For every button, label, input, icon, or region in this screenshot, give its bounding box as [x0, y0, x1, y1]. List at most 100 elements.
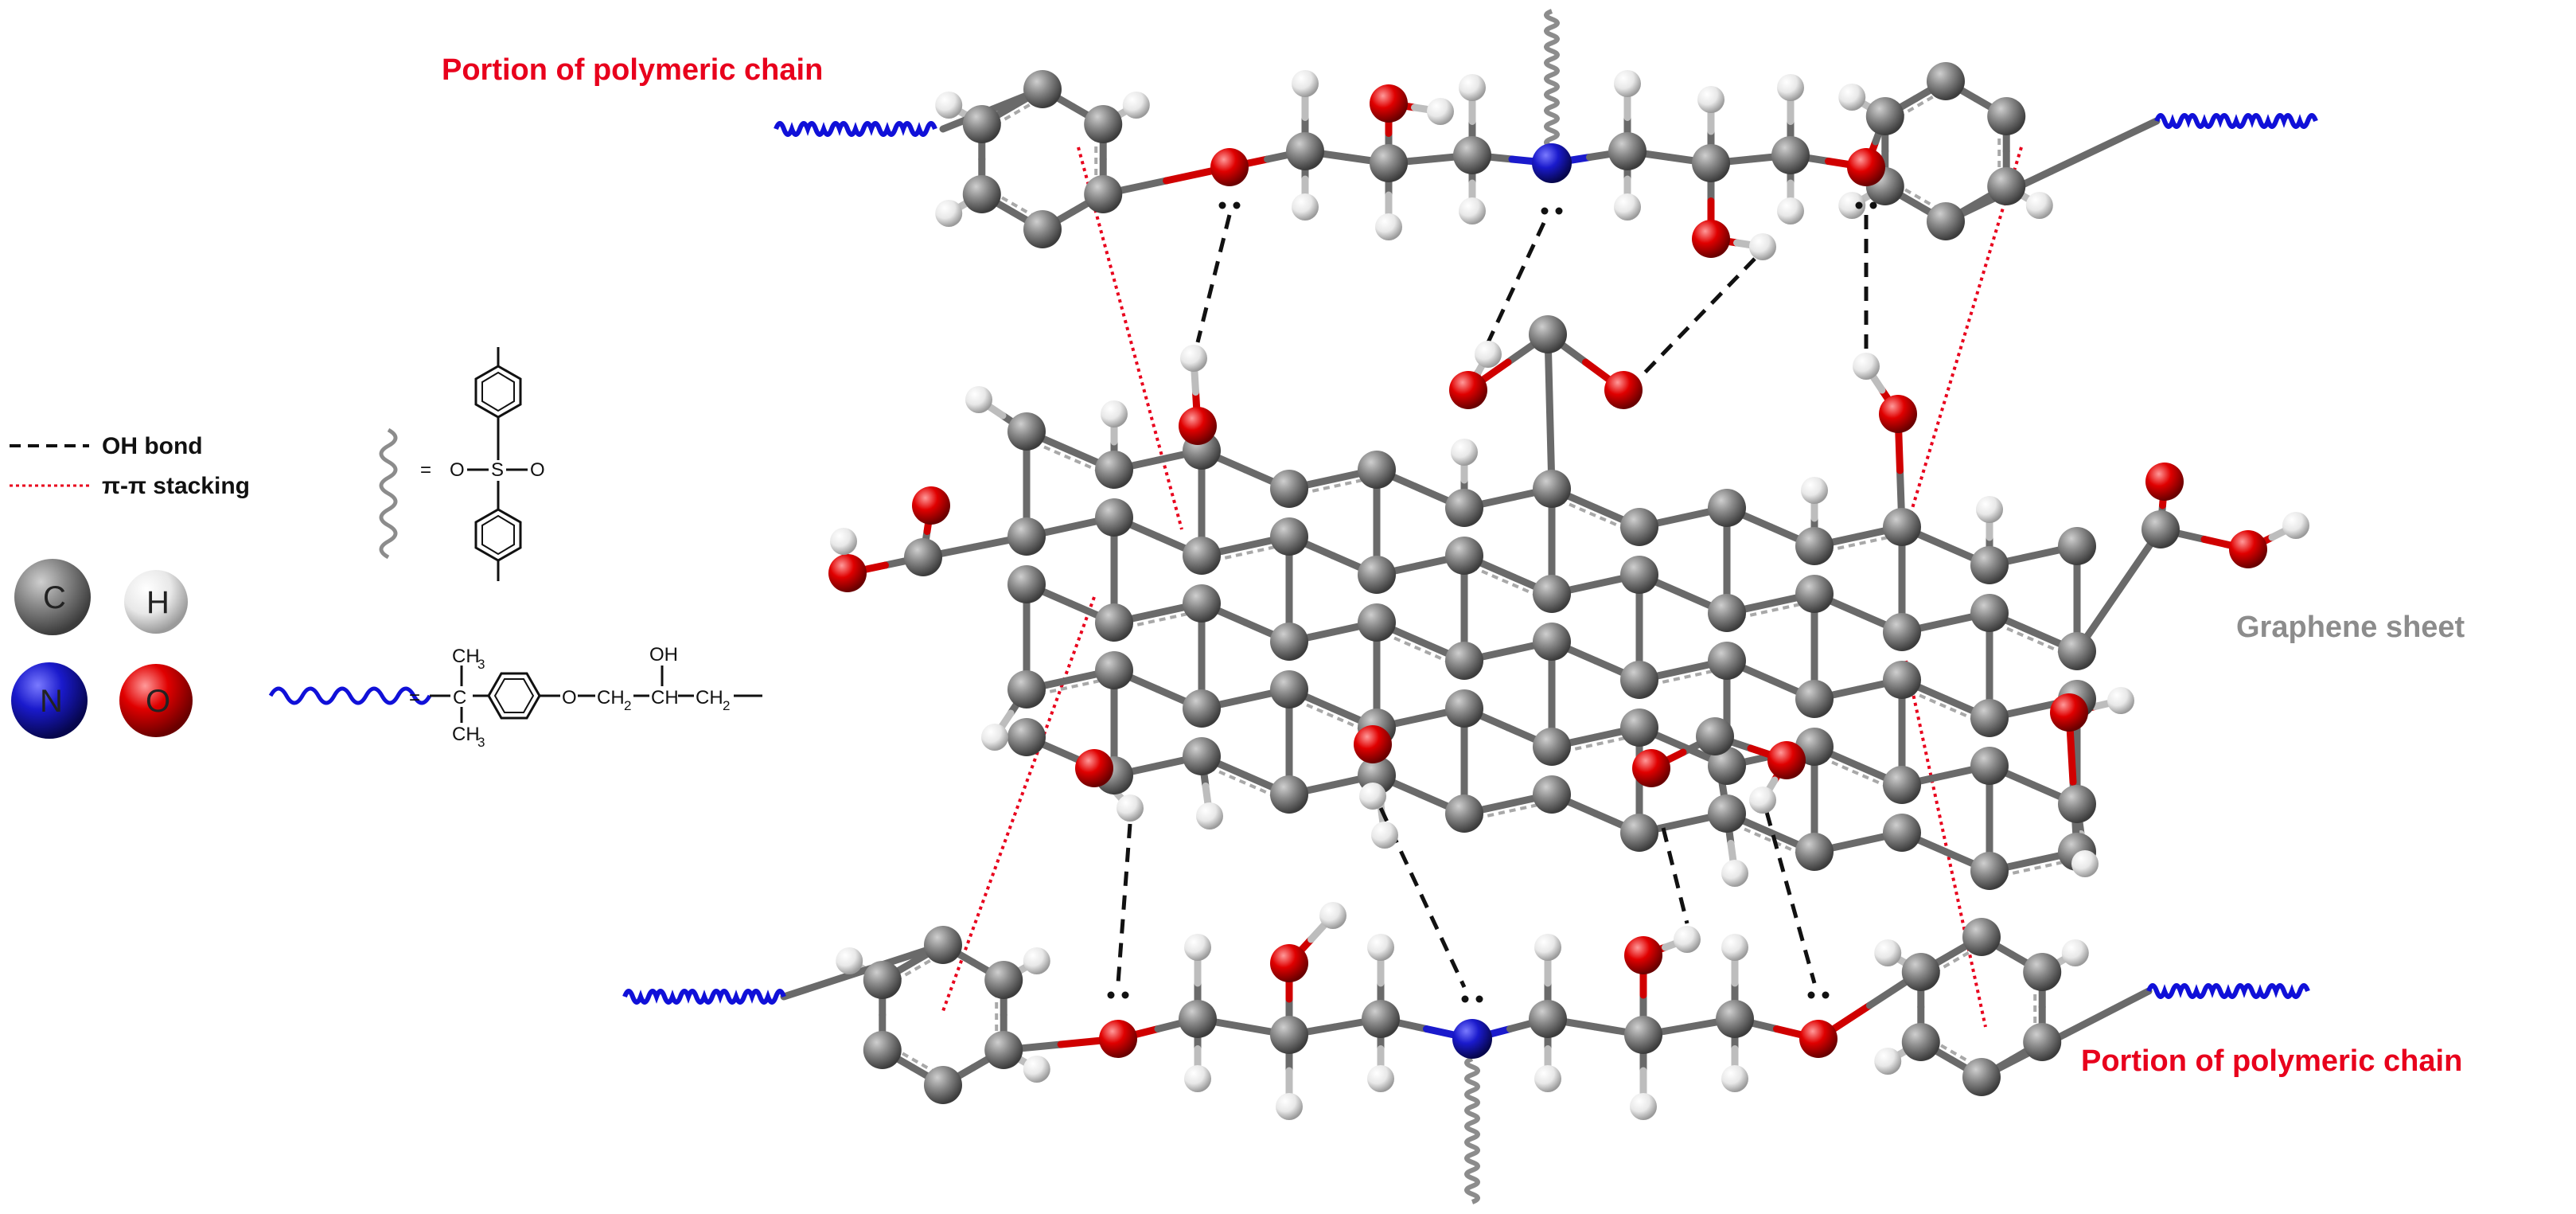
- hydrogen-atom: [1749, 233, 1776, 260]
- bisphenol-ch3-bottom: CH: [452, 724, 480, 745]
- sulfonyl-ring-bottom-inner: [481, 514, 515, 556]
- hydrogen-atom: [1534, 1065, 1561, 1092]
- carbon-atom: [1529, 315, 1567, 353]
- hydrogen-atom: [1777, 197, 1804, 224]
- carbon-atom: [2023, 1023, 2062, 1061]
- carbon-atom: [924, 926, 962, 964]
- lone-pair-dot: [1475, 995, 1483, 1003]
- carbon-atom: [1901, 953, 1940, 991]
- oxygen-atom: [1624, 936, 1662, 974]
- oxygen-atom: [1075, 749, 1113, 787]
- oxygen-atom: [1099, 1020, 1137, 1058]
- hydrogen-atom: [1023, 1056, 1050, 1083]
- carbon-atom: [1533, 623, 1571, 661]
- carbon-atom: [1183, 737, 1221, 775]
- hydrogen-atom: [2025, 192, 2053, 219]
- hydrogen-atom: [1196, 802, 1223, 830]
- carbon-atom: [1529, 1000, 1567, 1038]
- legend-hydrogen-ball: [124, 570, 188, 634]
- bond: [780, 967, 867, 1001]
- bisphenol-ch3-top-sub: 3: [477, 657, 485, 672]
- carbon-atom: [984, 1031, 1023, 1069]
- bond: [2061, 987, 2153, 1038]
- lone-pair-dot: [1855, 201, 1863, 209]
- carbon-atom: [962, 105, 1001, 143]
- carbon-atom: [1533, 575, 1571, 613]
- carbon-atom: [1795, 575, 1834, 613]
- oxygen-atom: [2229, 530, 2267, 568]
- hydrogen-atom: [1697, 86, 1724, 113]
- sulfonyl-structure: = O S O: [379, 347, 545, 581]
- carbon-atom: [1987, 97, 2026, 135]
- carbon-atom: [1183, 537, 1221, 575]
- hydrogen-atom: [1976, 496, 2003, 523]
- carbon-atom: [1970, 747, 2009, 785]
- oxygen-atom: [1354, 725, 1392, 763]
- carbon-atom: [2141, 510, 2180, 548]
- hydrogen-atom: [1874, 1048, 1902, 1075]
- carbon-atom: [1901, 1023, 1940, 1061]
- carbon-atom: [1620, 661, 1658, 699]
- carbon-atom: [1795, 680, 1834, 718]
- legend-pi-label: π-π stacking: [102, 473, 250, 499]
- hydrogen-atom: [1184, 1065, 1211, 1092]
- oxygen-atom: [1632, 749, 1670, 787]
- carbon-atom: [1445, 794, 1483, 833]
- carbon-atom: [1445, 689, 1483, 728]
- bisphenol-ch3-bottom-sub: 3: [477, 735, 485, 750]
- hydrogen-atom: [1459, 197, 1486, 224]
- hydrogen-atom: [935, 92, 963, 119]
- carbon-atom: [1970, 852, 2009, 890]
- carbon-atom: [1927, 62, 1965, 100]
- hydrogen-atom: [935, 200, 963, 227]
- lone-pair-dot: [1555, 207, 1563, 215]
- lone-pair-dot: [1807, 991, 1815, 999]
- carbon-atom: [1358, 556, 1396, 594]
- carbon-atom: [1708, 489, 1746, 527]
- hydrogen-atom: [1319, 902, 1346, 929]
- hydrogen-atom: [1023, 947, 1050, 974]
- carbon-atom: [1533, 775, 1571, 814]
- hydrogen-atom: [1276, 1093, 1303, 1120]
- hydrogen-atom: [1101, 400, 1128, 427]
- hydrogen-atom: [981, 724, 1008, 751]
- carbon-atom: [1183, 584, 1221, 623]
- bisphenol-structure: = C CH 3 CH 3 O CH 2 CH OH CH 2: [268, 644, 762, 750]
- bisphenol-ch2-a: CH: [597, 687, 625, 708]
- carbon-atom: [1620, 814, 1658, 852]
- carbon-atom: [1007, 670, 1046, 708]
- hydrogen-atom: [1375, 213, 1402, 240]
- hydrogen-atom: [2061, 939, 2089, 966]
- legend-nitrogen-ball: [11, 662, 88, 739]
- carbon-atom: [863, 1031, 902, 1069]
- carbon-atom: [1620, 508, 1658, 546]
- hydrogen-atom: [1367, 934, 1394, 961]
- bisphenol-oxygen: O: [562, 687, 577, 708]
- carbon-atom: [1962, 1058, 2001, 1096]
- oxygen-atom: [2050, 693, 2088, 732]
- hydrogen-atom: [1427, 98, 1454, 125]
- hydrogen-atom: [1614, 70, 1641, 97]
- carbon-atom: [1533, 470, 1571, 508]
- carbon-atom: [1007, 565, 1046, 603]
- label-chain-top: Portion of polymeric chain: [442, 53, 823, 87]
- polymer-wave: [1464, 1056, 1480, 1204]
- polymer-wave: [1544, 9, 1560, 157]
- carbon-atom: [1084, 105, 1123, 143]
- sulfonyl-left-o: O: [450, 459, 465, 481]
- carbon-atom: [1987, 167, 2026, 205]
- carbon-atom: [2058, 527, 2096, 565]
- oh-bond-lines: [1116, 214, 1869, 989]
- hydrogen-atom: [1874, 939, 1902, 966]
- oxygen-atom: [1767, 741, 1806, 779]
- carbon-atom: [1358, 603, 1396, 642]
- polymer-wave: [2154, 113, 2318, 129]
- hydrogen-atom: [1721, 1065, 1748, 1092]
- carbon-atom: [1445, 489, 1483, 527]
- carbon-atom: [1183, 689, 1221, 728]
- bisphenol-ring: [487, 672, 541, 720]
- lone-pair-dot: [1121, 991, 1129, 999]
- hydrogen-atom: [2107, 687, 2134, 714]
- oxygen-atom: [1604, 371, 1643, 409]
